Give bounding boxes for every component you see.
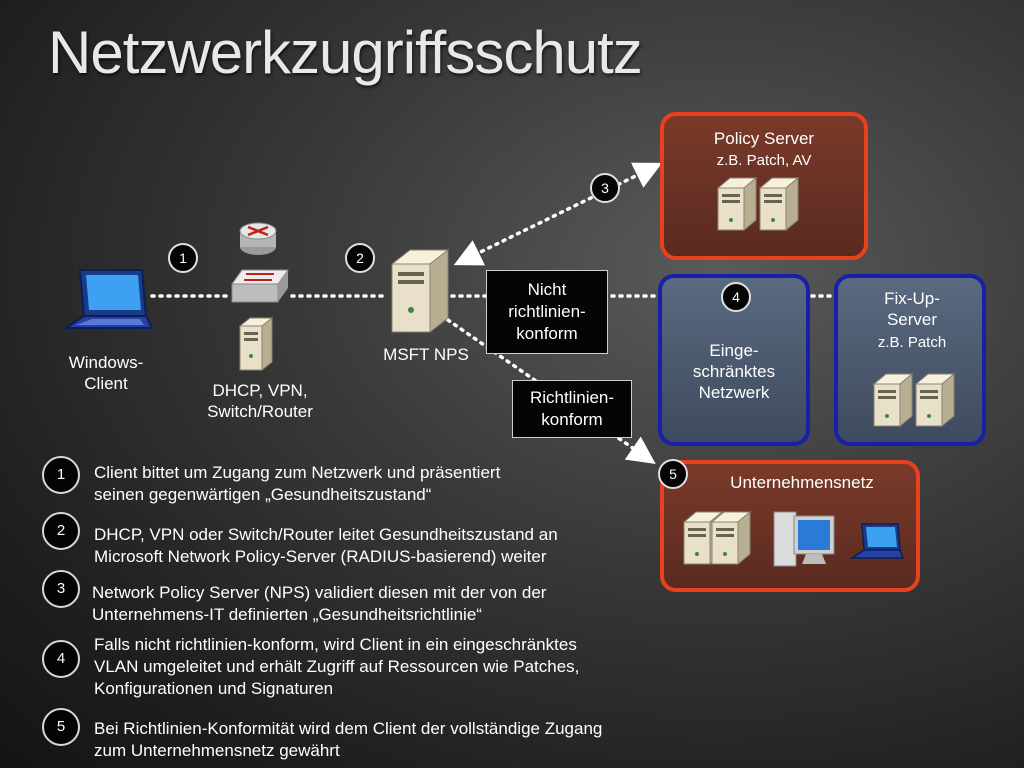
step-text-1: Client bittet um Zugang zum Netzwerk und… xyxy=(94,463,501,504)
step-text-4: Falls nicht richtlinien-konform, wird Cl… xyxy=(94,635,580,698)
fixup-server-sub: z.B. Patch xyxy=(877,334,947,351)
laptop-icon xyxy=(62,269,154,329)
marker-4: 4 xyxy=(721,282,751,312)
step-number-5: 5 xyxy=(42,708,80,746)
marker-2: 2 xyxy=(345,243,375,273)
step-text-3: Network Policy Server (NPS) validiert di… xyxy=(92,583,547,624)
router-icon xyxy=(239,222,277,255)
marker-3: 3 xyxy=(590,173,620,203)
server-icon xyxy=(914,372,956,428)
server-icon xyxy=(238,316,274,372)
server-icon xyxy=(758,176,800,232)
server-icon xyxy=(390,248,450,334)
compliant-message: Richtlinien- konform xyxy=(512,380,632,438)
client-label: Windows- Client xyxy=(68,353,144,393)
restricted-network-box xyxy=(658,274,810,446)
corp-network-label: Unternehmensnetz xyxy=(730,473,874,492)
slide-title: Netzwerkzugriffsschutz xyxy=(48,19,643,86)
restricted-network-label: Einge- schränktes Netzwerk xyxy=(692,341,776,402)
server-icon xyxy=(716,176,758,232)
step-text-2: DHCP, VPN oder Switch/Router leitet Gesu… xyxy=(94,525,558,566)
marker-5: 5 xyxy=(658,459,688,489)
step-number-4: 4 xyxy=(42,640,80,678)
marker-1: 1 xyxy=(168,243,198,273)
step-number-2: 2 xyxy=(42,512,80,550)
desktop-icon xyxy=(773,511,835,567)
step-text-5: Bei Richtlinien-Konformität wird dem Cli… xyxy=(94,719,603,760)
laptop-icon xyxy=(850,523,904,559)
policy-server-sub: z.B. Patch, AV xyxy=(716,152,812,169)
server-icon xyxy=(872,372,914,428)
policy-server-title: Policy Server xyxy=(713,129,815,148)
server-icon xyxy=(710,510,752,566)
link-nps-policy xyxy=(453,162,663,266)
step-number-3: 3 xyxy=(42,570,80,608)
step-number-1: 1 xyxy=(42,456,80,494)
fixup-server-title: Fix-Up- Server xyxy=(884,289,940,329)
nps-label: MSFT NPS xyxy=(383,345,469,364)
noncompliant-message: Nicht richtlinien- konform xyxy=(486,270,608,354)
switch-icon xyxy=(231,269,289,303)
dhcp-label: DHCP, VPN, Switch/Router xyxy=(207,381,313,421)
